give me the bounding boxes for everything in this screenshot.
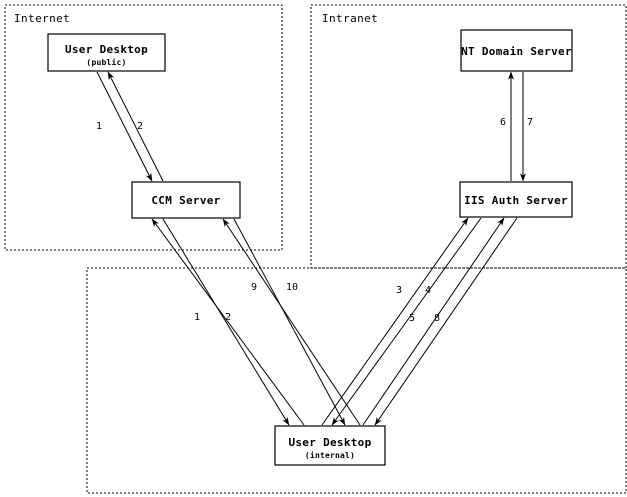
step-label-7: 7 xyxy=(527,117,533,128)
node-iis-auth-server-title: IIS Auth Server xyxy=(464,194,568,207)
node-ccm-server-box[interactable] xyxy=(131,181,241,219)
zone-intranet-border xyxy=(310,4,627,269)
flow-line-8 xyxy=(374,217,518,426)
zone-intranet: Intranet xyxy=(310,4,627,269)
flow-internal-desktop-to-ccm-9 xyxy=(222,218,361,426)
node-user-desktop-public[interactable]: User Desktop (public) xyxy=(47,33,166,72)
flow-line-5 xyxy=(362,217,505,426)
step-label-9: 9 xyxy=(251,282,257,293)
flow-line-1-internal xyxy=(151,218,305,426)
node-ccm-server[interactable]: CCM Server xyxy=(131,181,241,219)
node-user-desktop-internal-subtitle: (internal) xyxy=(305,450,355,460)
flow-line-4 xyxy=(331,217,482,426)
flow-line-3 xyxy=(321,217,469,426)
zone-internal-lan xyxy=(86,267,627,494)
step-label-5: 5 xyxy=(409,313,415,324)
node-nt-domain-server-title: NT Domain Server xyxy=(461,45,572,58)
step-label-1-public: 1 xyxy=(96,121,102,132)
flow-ccm-to-internal-desktop-2 xyxy=(162,218,290,426)
step-label-10: 10 xyxy=(286,282,298,293)
node-ccm-server-title: CCM Server xyxy=(151,194,220,207)
zone-intranet-label: Intranet xyxy=(322,12,378,25)
zone-internet: Internet xyxy=(4,4,283,251)
node-iis-auth-server[interactable]: IIS Auth Server xyxy=(459,181,573,218)
node-nt-domain-server-box[interactable] xyxy=(460,29,573,72)
step-label-1-internal: 1 xyxy=(194,312,200,323)
flow-iis-to-internal-desktop-4 xyxy=(331,217,482,426)
flow-ccm-to-public-desktop-2 xyxy=(107,71,164,182)
node-user-desktop-public-subtitle: (public) xyxy=(86,57,126,67)
node-user-desktop-public-box[interactable] xyxy=(47,33,166,72)
flow-public-desktop-to-ccm-1 xyxy=(96,71,153,182)
zone-internet-label: Internet xyxy=(14,12,70,25)
step-label-8: 8 xyxy=(434,313,440,324)
node-user-desktop-public-title: User Desktop xyxy=(65,43,148,56)
node-iis-auth-server-box[interactable] xyxy=(459,181,573,218)
step-label-2-public: 2 xyxy=(137,121,143,132)
step-label-3: 3 xyxy=(396,285,402,296)
zone-internal-lan-border xyxy=(86,267,627,494)
zone-internet-border xyxy=(4,4,283,251)
flow-internal-desktop-to-iis-3 xyxy=(321,217,469,426)
flow-iis-to-internal-desktop-8 xyxy=(374,217,518,426)
node-user-desktop-internal[interactable]: User Desktop (internal) xyxy=(274,425,386,466)
flow-line-2-internal xyxy=(162,218,290,426)
flow-internal-desktop-to-iis-5 xyxy=(362,217,505,426)
flow-line-2-public xyxy=(107,71,164,182)
node-nt-domain-server[interactable]: NT Domain Server xyxy=(460,29,573,72)
flow-line-1-public xyxy=(96,71,153,182)
flow-ccm-to-internal-desktop-10 xyxy=(233,218,346,426)
step-label-2-internal: 2 xyxy=(225,312,231,323)
flow-internal-desktop-to-ccm-1 xyxy=(151,218,305,426)
node-user-desktop-internal-title: User Desktop xyxy=(288,436,371,449)
flow-line-10 xyxy=(233,218,346,426)
step-label-6: 6 xyxy=(500,117,506,128)
node-user-desktop-internal-box[interactable] xyxy=(274,425,386,466)
flow-line-9 xyxy=(222,218,361,426)
step-label-4: 4 xyxy=(425,285,431,296)
